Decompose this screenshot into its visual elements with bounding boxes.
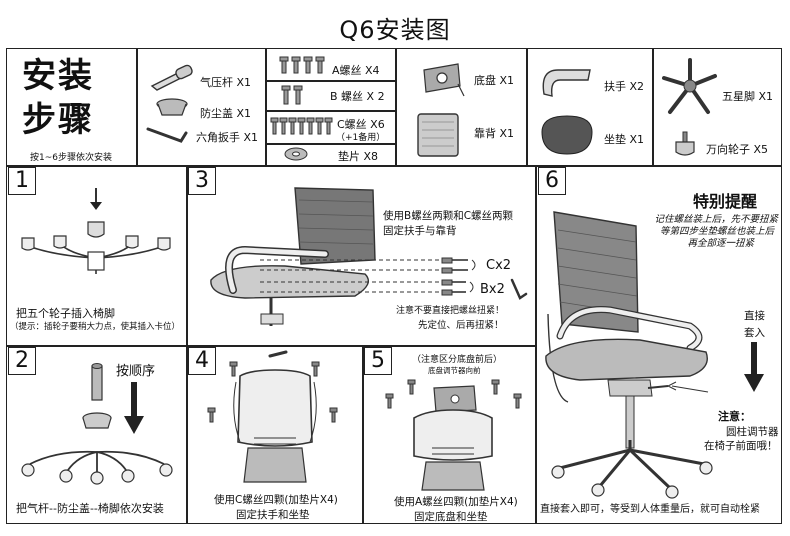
step-2-caption: 把气杆--防尘盖--椅脚依次安装 bbox=[16, 502, 164, 515]
step-6-attention: 注意： bbox=[718, 410, 751, 423]
part-screw-c-spare: （+1备用） bbox=[336, 133, 386, 143]
steps-heading-line1: 安装 bbox=[22, 56, 94, 96]
steps-heading-line2: 步骤 bbox=[22, 100, 94, 140]
step-1-caption: 把五个轮子插入椅脚 bbox=[16, 307, 115, 320]
step-2-down-arrow-icon bbox=[124, 382, 144, 434]
chassis-icon bbox=[423, 63, 465, 97]
divider bbox=[265, 48, 267, 166]
step-4-caption-2: 固定扶手和坐垫 bbox=[236, 509, 310, 521]
screw-a-icon bbox=[279, 56, 325, 74]
divider bbox=[535, 165, 537, 524]
divider bbox=[186, 165, 188, 524]
part-screw-c: C螺丝 X6 bbox=[337, 118, 385, 131]
step-6-caption: 直接套入即可，等受到人体重量后，就可自动栓紧 bbox=[540, 504, 760, 515]
step-6-reminder-1: 记住螺丝装上后，先不要扭紧 bbox=[654, 214, 778, 225]
instruction-frame bbox=[6, 48, 782, 524]
part-gas-lift: 气压杆 X1 bbox=[200, 76, 252, 89]
divider bbox=[395, 48, 397, 166]
step-3-instruction-2: 固定扶手与靠背 bbox=[383, 225, 457, 237]
step-4-caption-1: 使用C螺丝四颗(加垫片X4) bbox=[214, 494, 338, 506]
hex-key-icon bbox=[146, 127, 188, 143]
star-base-icon bbox=[662, 58, 717, 114]
part-washer: 垫片 X8 bbox=[338, 150, 379, 163]
divider bbox=[265, 143, 396, 145]
part-caster: 万向轮子 X5 bbox=[706, 143, 769, 156]
divider bbox=[362, 345, 364, 524]
step-6-chair-illustration bbox=[545, 211, 713, 499]
divider bbox=[652, 48, 654, 166]
step-4-illustration bbox=[207, 350, 338, 483]
part-armrest: 扶手 X2 bbox=[604, 80, 645, 93]
step-3-chair-illustration bbox=[210, 187, 376, 326]
step-3-number: 3 bbox=[188, 167, 216, 195]
part-screw-b: B 螺丝 X 2 bbox=[330, 90, 385, 103]
part-screw-a: A螺丝 X4 bbox=[332, 64, 380, 77]
step-6-insert-2: 套入 bbox=[744, 327, 765, 339]
step-6-attention-2: 在椅子前面哦！ bbox=[704, 440, 778, 452]
step-3-warning-2: 先定位、后再扭紧！ bbox=[418, 320, 504, 331]
part-dust-cover: 防尘盖 X1 bbox=[200, 107, 252, 120]
step-5-number: 5 bbox=[364, 347, 392, 375]
step-5-caption-2: 固定底盘和坐垫 bbox=[414, 511, 488, 523]
gas-lift-icon bbox=[150, 64, 193, 91]
armrest-icon bbox=[542, 69, 591, 97]
step-4-number: 4 bbox=[188, 347, 216, 375]
step-6-reminder-3: 再全部逐一扭紧 bbox=[687, 238, 754, 249]
step-1-tip: （提示：插轮子要稍大力点，使其插入卡位） bbox=[10, 322, 181, 332]
divider bbox=[526, 48, 528, 166]
step-2-illustration bbox=[21, 363, 173, 485]
step-5-note: （注意区分底盘前后） bbox=[412, 355, 503, 365]
step-6-reminder-2: 等第四步坐垫螺丝也装上后 bbox=[659, 226, 774, 237]
step-3-screw-b-count: Bx2 bbox=[480, 282, 505, 297]
step-3-screw-c-count: Cx2 bbox=[486, 258, 512, 273]
step-3-screw-lines bbox=[260, 257, 476, 296]
part-backrest: 靠背 X1 bbox=[474, 127, 515, 140]
step-2-number: 2 bbox=[8, 347, 36, 375]
caster-icon bbox=[675, 131, 695, 156]
divider bbox=[265, 110, 396, 112]
step-3-warning-1: 注意不要直接把螺丝扭紧！ bbox=[396, 306, 505, 316]
step-5-sub-note: 底盘调节器向前 bbox=[428, 366, 481, 375]
step-6-number: 6 bbox=[538, 167, 566, 195]
part-hex-key: 六角扳手 X1 bbox=[196, 131, 259, 144]
dust-cover-icon bbox=[156, 98, 188, 116]
step-6-insert-1: 直接 bbox=[744, 310, 765, 322]
part-chassis: 底盘 X1 bbox=[474, 74, 515, 87]
step-2-order: 按顺序 bbox=[116, 364, 156, 379]
page-title: Q6安装图 bbox=[339, 16, 451, 44]
step-1-number: 1 bbox=[8, 167, 36, 195]
step-5-caption-1: 使用A螺丝四颗(加垫片X4) bbox=[394, 496, 518, 508]
hex-key-icon bbox=[510, 278, 528, 300]
backrest-icon bbox=[417, 113, 459, 157]
step-6-down-arrow-icon bbox=[744, 342, 764, 392]
divider bbox=[6, 345, 536, 347]
part-star-base: 五星脚 X1 bbox=[722, 90, 774, 103]
steps-note: 按1~6步骤依次安装 bbox=[30, 153, 112, 163]
screw-b-icon bbox=[281, 85, 303, 105]
divider bbox=[136, 48, 138, 166]
step-5-illustration bbox=[385, 379, 522, 491]
step-1-illustration bbox=[21, 188, 171, 274]
step-3-instruction-1: 使用B螺丝两颗和C螺丝两颗 bbox=[383, 210, 514, 222]
step-6-heading: 特别提醒 bbox=[693, 192, 758, 211]
divider bbox=[265, 80, 396, 82]
screw-c-icon bbox=[270, 117, 333, 135]
washer-icon bbox=[284, 147, 308, 161]
seat-icon bbox=[541, 115, 593, 155]
part-seat: 坐垫 X1 bbox=[604, 133, 645, 146]
divider bbox=[6, 165, 782, 167]
step-6-attention-1: 圆柱调节器 bbox=[726, 426, 779, 438]
